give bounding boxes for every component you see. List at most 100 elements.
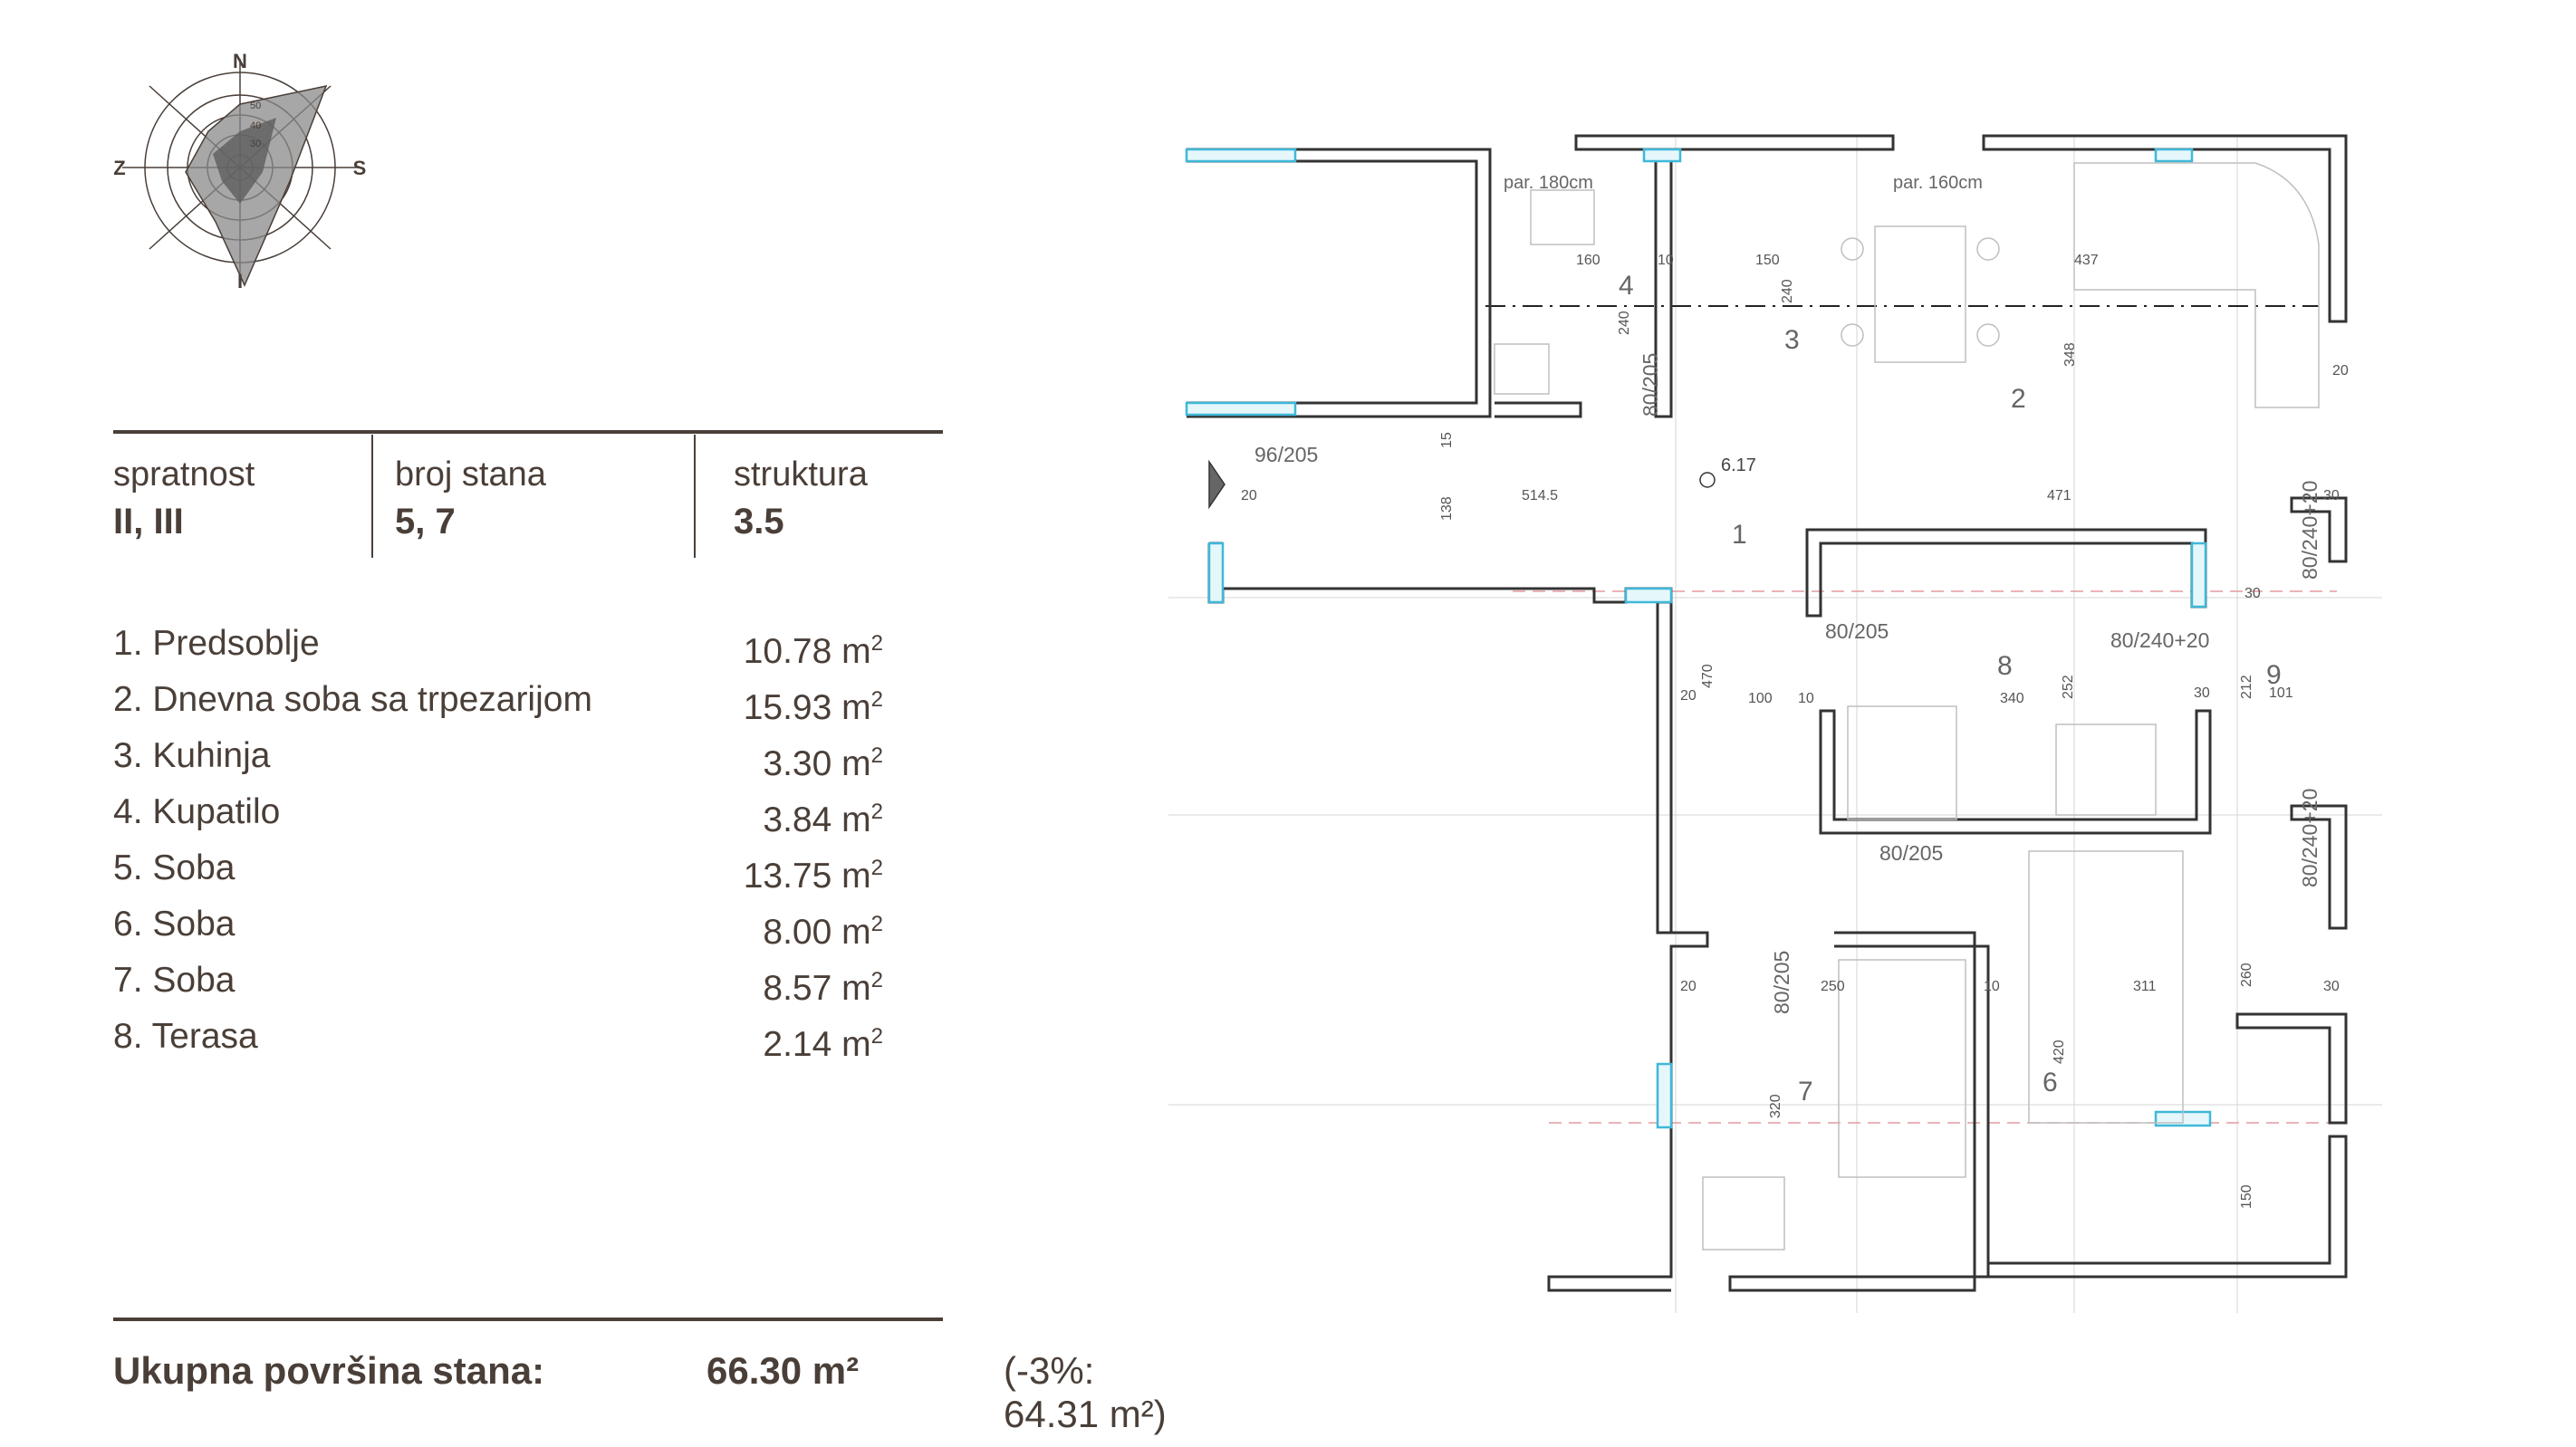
chair: [1841, 323, 1864, 347]
bed: [1838, 959, 1966, 1178]
wind-rose-shape: [185, 84, 328, 287]
dimension: 252: [2061, 675, 2076, 699]
dimension: 30: [2323, 488, 2340, 503]
window-label: 80/240+20: [2110, 628, 2209, 652]
room-area: 13.75 m2: [743, 856, 883, 896]
dimension: 30: [2244, 586, 2261, 601]
compass-north-label: N: [233, 50, 247, 72]
room-name: 1. Predsoblje: [113, 624, 320, 663]
compass-rose: N I Z S 50 40 30: [113, 50, 367, 292]
compass-ring-label: 30: [250, 139, 261, 149]
dimension: 138: [1439, 496, 1455, 521]
floor-label: spratnost: [113, 455, 255, 494]
wall: [1495, 401, 1582, 418]
elevation-label: 6.17: [1721, 455, 1756, 475]
bed-label: par. 180cm: [1504, 173, 1593, 193]
dimension: 240: [1780, 279, 1795, 303]
bed: [2028, 850, 2184, 1124]
total-area: Ukupna površina stana: 66.30 m² (-3%: 64…: [113, 1349, 1200, 1435]
room-number: 1: [1732, 520, 1747, 550]
room-row: 7. Soba 8.57 m2: [113, 953, 883, 1009]
room-area: 8.00 m2: [763, 912, 883, 952]
door-label: 80/205: [1879, 841, 1943, 865]
window: [1642, 148, 1682, 163]
column-divider: [694, 435, 696, 558]
entrance-arrow-icon: [1208, 459, 1226, 510]
structure-label: struktura: [734, 455, 868, 494]
annotations: par. 180cm par. 160cm 96/205 80/205 80/2…: [1254, 173, 2321, 1014]
door-label: 96/205: [1254, 443, 1318, 466]
dimension: 30: [2323, 979, 2340, 994]
dimension: 101: [2269, 685, 2293, 701]
dimension: 471: [2047, 488, 2071, 503]
room-name: 4. Kupatilo: [113, 792, 281, 831]
room-row: 6. Soba 8.00 m2: [113, 896, 883, 953]
reference-grid: [1168, 136, 2382, 1313]
dimension: 348: [2062, 342, 2078, 367]
window: [1207, 541, 1225, 604]
window: [1185, 401, 1297, 417]
dimension: 100: [1748, 691, 1773, 706]
dimension: 311: [2133, 979, 2157, 994]
dimension: 250: [1821, 979, 1845, 994]
dimension: 514.5: [1522, 488, 1558, 503]
window: [2190, 541, 2207, 609]
dimension: 260: [2239, 963, 2254, 987]
window: [1185, 148, 1297, 163]
desk: [1702, 1176, 1785, 1251]
door-label: 80/205: [1770, 951, 1793, 1014]
room-area: 3.84 m2: [763, 800, 883, 839]
compass-east-label: S: [353, 157, 367, 179]
room-number: 6: [2043, 1068, 2058, 1097]
floor-column: spratnost II, III: [113, 453, 255, 545]
desk: [2055, 724, 2157, 816]
wall: [1187, 148, 1492, 418]
wall: [2235, 1012, 2348, 1125]
toilet: [1494, 343, 1550, 395]
compass-ring-label: 40: [250, 120, 261, 131]
wall: [2290, 804, 2348, 930]
dimension: 10: [1984, 979, 2000, 994]
wall: [1988, 1135, 2348, 1279]
header-rule: [113, 430, 943, 434]
apartment-label: broj stana: [395, 455, 546, 494]
bed: [1847, 705, 1957, 820]
bed-label: par. 160cm: [1893, 173, 1983, 193]
room-name: 6. Soba: [113, 905, 235, 944]
total-value: 66.30 m²: [706, 1349, 860, 1392]
wall: [1982, 134, 2348, 323]
room-number: 8: [1997, 651, 2013, 681]
chair: [1841, 237, 1864, 261]
room-name: 7. Soba: [113, 961, 235, 1000]
dimension: 160: [1576, 253, 1600, 268]
floor-plan: 6.17 4 3 2 1 8 9 6 7 par. 180cm par. 160…: [1168, 134, 2382, 1313]
wall: [1207, 543, 1673, 604]
room-area: 3.30 m2: [763, 743, 883, 783]
wall: [1654, 149, 1673, 418]
wall: [1574, 134, 1895, 151]
window: [1624, 587, 1673, 604]
room-area: 8.57 m2: [763, 968, 883, 1008]
wind-rose-core: [213, 118, 276, 204]
room-number: 7: [1798, 1077, 1813, 1107]
room-number: 3: [1784, 325, 1800, 355]
dimensions: 160 10 150 437 240 240 348 15 20 138 514…: [1241, 253, 2349, 1209]
dimension: 320: [1768, 1094, 1783, 1118]
room-number: 9: [2266, 660, 2282, 690]
room-name: 2. Dnevna soba sa trpezarijom: [113, 680, 592, 719]
room-area: 2.14 m2: [763, 1024, 883, 1064]
room-number: 2: [2011, 384, 2026, 414]
dimension: 150: [2239, 1184, 2254, 1209]
window: [1656, 1062, 1673, 1129]
dimension: 240: [1617, 311, 1632, 335]
window-label: 80/240+20: [2298, 481, 2321, 580]
chair: [1976, 237, 2000, 261]
dining-table: [1874, 225, 1966, 363]
dimension: 20: [1241, 488, 1257, 503]
